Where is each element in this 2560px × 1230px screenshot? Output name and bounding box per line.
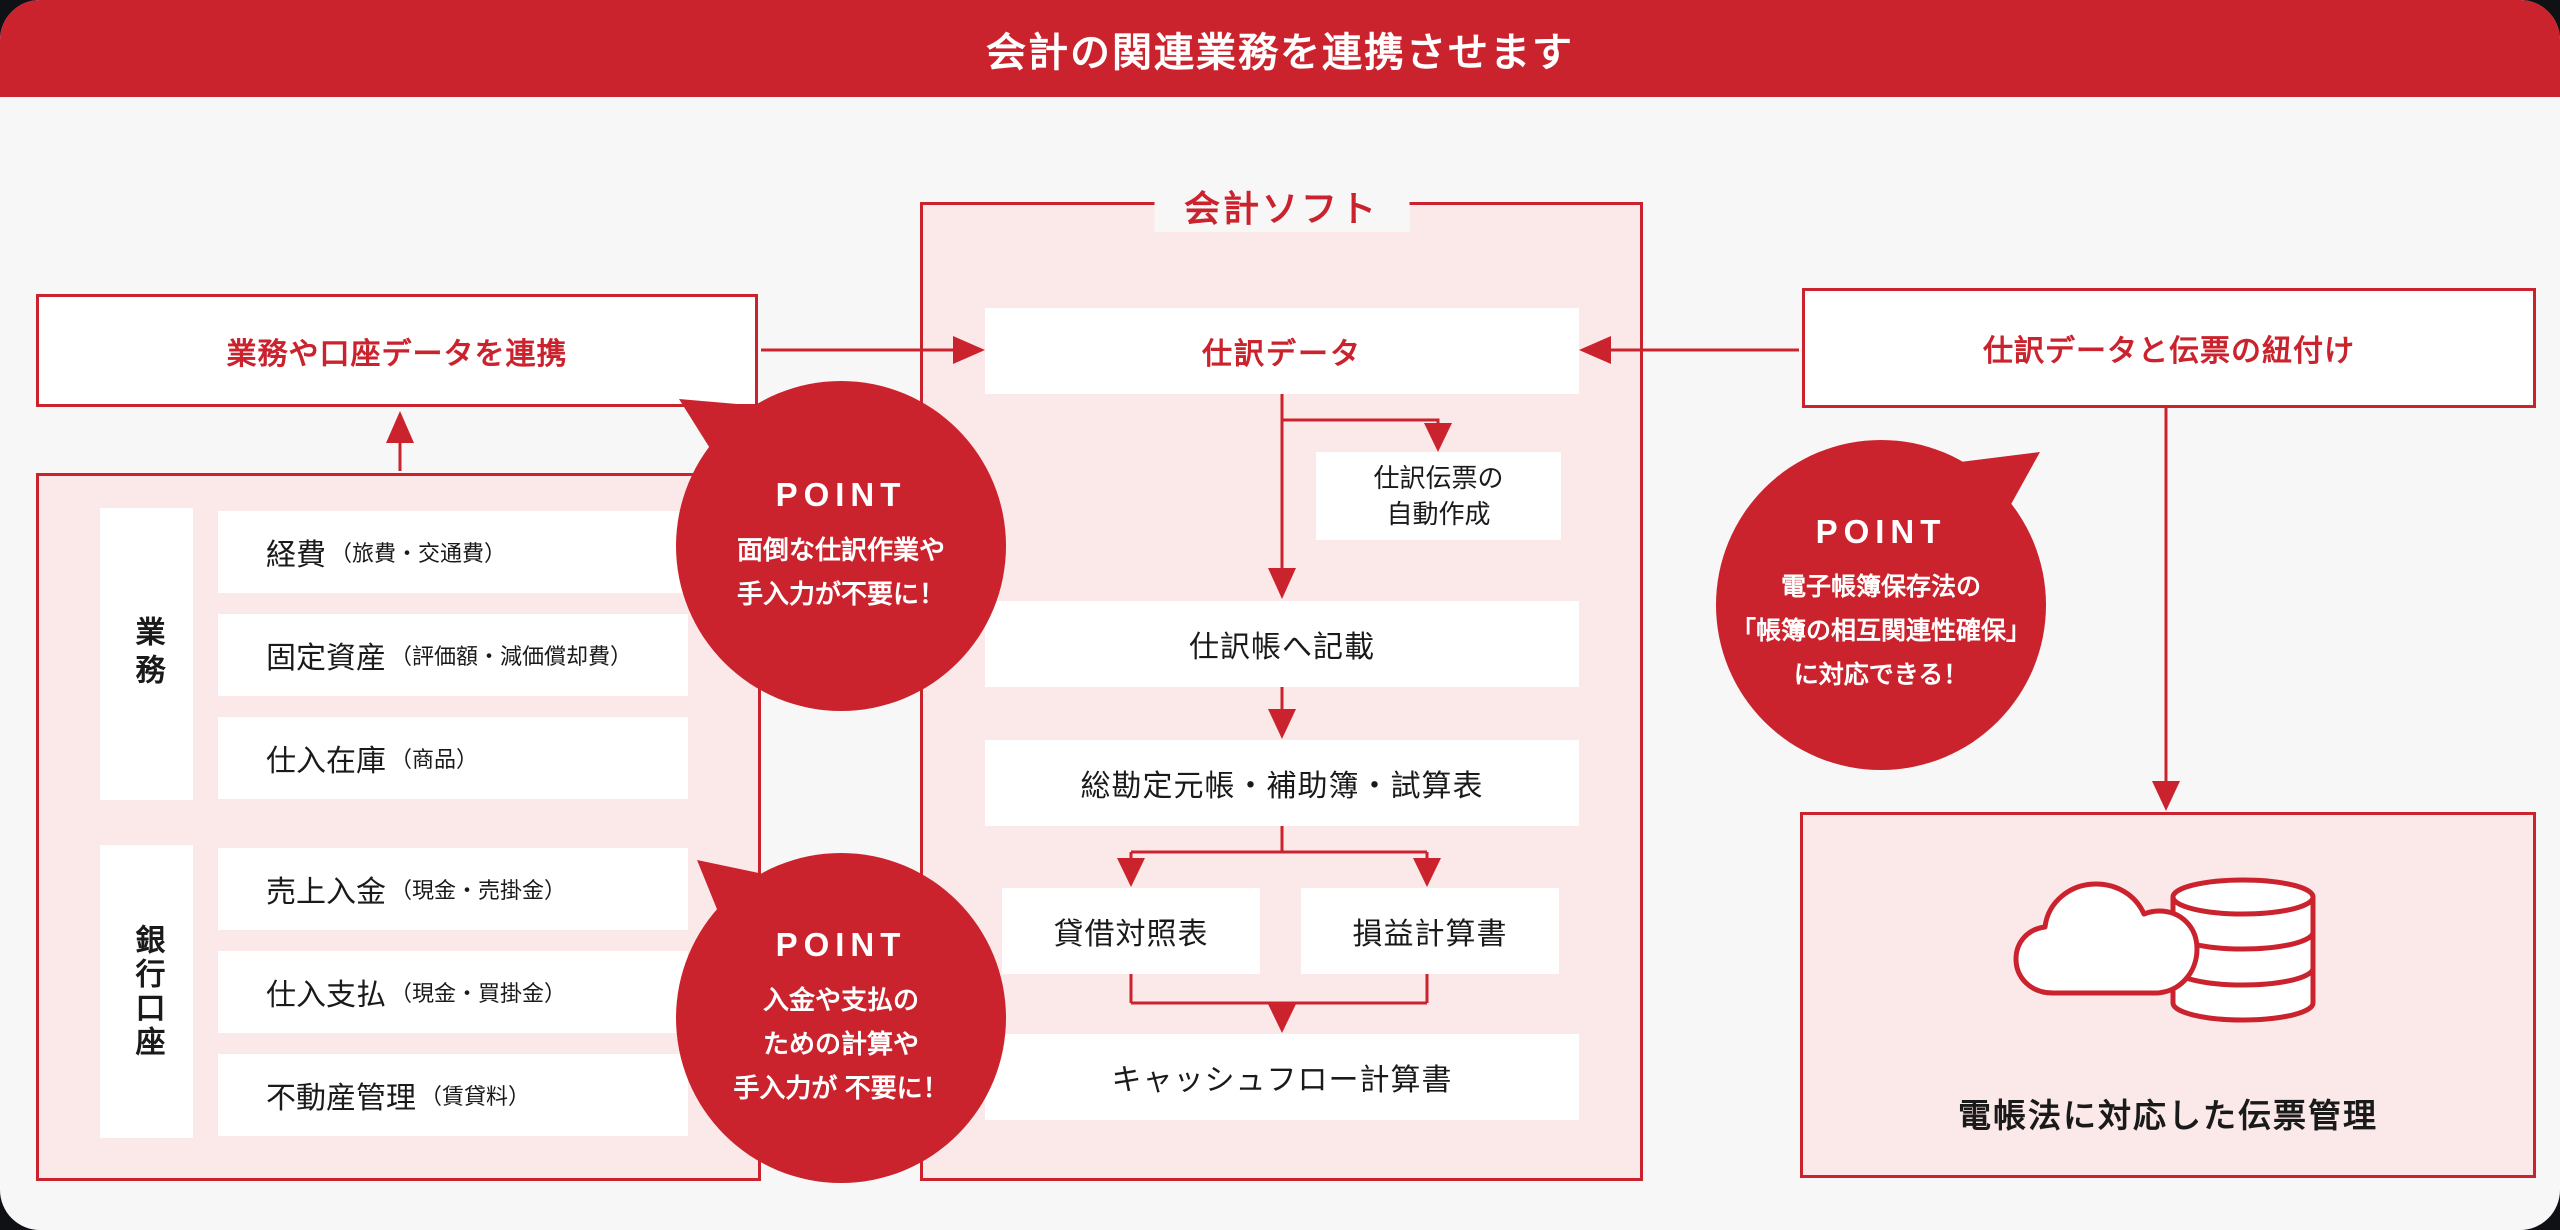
left-link-title: 業務や口座データを連携 <box>226 337 568 371</box>
auto-voucher-box: 仕訳伝票の 自動作成 <box>1316 452 1561 540</box>
journal-entry-label: 仕訳帳へ記載 <box>1189 631 1375 664</box>
point-heading: POINT <box>775 476 907 513</box>
auto-voucher-line2: 自動作成 <box>1386 499 1491 529</box>
row-fixed-assets: 固定資産 （評価額・減価償却費） <box>218 614 688 696</box>
row-real-estate: 不動産管理 （賃貸料） <box>218 1054 688 1136</box>
row-purchase-payments: 仕入支払 （現金・買掛金） <box>218 951 688 1033</box>
point-bubble-2: POINT 入金や支払の ための計算や 手入力が 不要に！ <box>676 853 1006 1183</box>
cash-flow-box: キャッシュフロー計算書 <box>985 1034 1579 1120</box>
right-link-header: 仕訳データと伝票の紐付け <box>1802 288 2536 408</box>
row-expenses: 経費 （旅費・交通費） <box>218 511 688 593</box>
balance-sheet-label: 貸借対照表 <box>1053 918 1209 951</box>
banner-title: 会計の関連業務を連携させます <box>986 30 1574 75</box>
ledger-box: 総勘定元帳・補助簿・試算表 <box>985 740 1579 826</box>
banner: 会計の関連業務を連携させます <box>0 0 2560 97</box>
row-inventory: 仕入在庫 （商品） <box>218 717 688 799</box>
point-bubble-1: POINT 面倒な仕訳作業や 手入力が不要に！ <box>676 381 1006 711</box>
point-heading: POINT <box>775 926 907 963</box>
denchoho-box: 電帳法に対応した伝票管理 <box>1800 812 2536 1178</box>
right-link-title: 仕訳データと伝票の紐付け <box>1983 335 2355 368</box>
accounting-software-title: 会計ソフト <box>1153 180 1410 232</box>
balance-sheet-box: 貸借対照表 <box>1002 888 1260 974</box>
cash-flow-label: キャッシュフロー計算書 <box>1111 1064 1453 1097</box>
point-heading: POINT <box>1815 513 1947 550</box>
group-label-bank-account: 銀行口座 <box>100 845 193 1138</box>
journal-data-label: 仕訳データ <box>1202 338 1362 371</box>
auto-voucher-line1: 仕訳伝票の <box>1373 463 1504 493</box>
income-statement-label: 損益計算書 <box>1352 918 1508 951</box>
income-statement-box: 損益計算書 <box>1301 888 1559 974</box>
left-link-header: 業務や口座データを連携 <box>36 294 758 407</box>
journal-data-box: 仕訳データ <box>985 308 1579 394</box>
denchoho-title: 電帳法に対応した伝票管理 <box>1958 1097 2378 1134</box>
ledger-label: 総勘定元帳・補助簿・試算表 <box>1080 770 1484 803</box>
point-bubble-3: POINT 電子帳簿保存法の 「帳簿の相互関連性確保」 に対応できる！ <box>1716 440 2046 770</box>
row-sales-deposits: 売上入金 （現金・売掛金） <box>218 848 688 930</box>
journal-entry-box: 仕訳帳へ記載 <box>985 601 1579 687</box>
group-label-business: 業務 <box>100 508 193 800</box>
cloud-icon <box>2013 881 2200 996</box>
cloud-database-icon <box>2013 877 2316 1023</box>
